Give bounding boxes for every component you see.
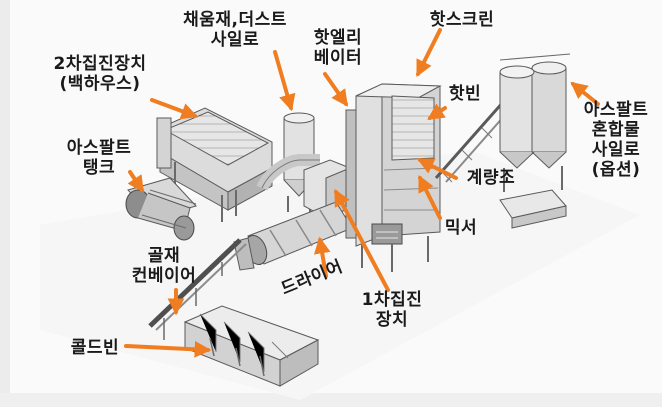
label-hot-screen: 핫스크린 (429, 10, 495, 30)
arrow-dust-silo (273, 50, 296, 112)
asphalt-mix-silos (499, 53, 571, 192)
arrow-asphalt-tank (127, 170, 144, 193)
arrow-mix-silo (570, 81, 600, 106)
label-hot-elevator: 핫엘리 베이터 (313, 28, 363, 68)
label-cold-bin: 콜드빈 (70, 338, 120, 358)
arrow-weigh-hopper (416, 158, 458, 180)
label-baghouse: 2차집진장치 (백하우스) (53, 54, 147, 94)
left-border (0, 0, 10, 407)
dryer-drum (233, 201, 353, 271)
bottom-border (0, 393, 662, 407)
callout-arrows (124, 28, 600, 358)
asphalt-tanks (125, 177, 197, 241)
label-mixer: 믹서 (444, 218, 478, 238)
arrow-primary-collector (334, 189, 390, 292)
arrow-cold-bin (124, 340, 212, 358)
label-dust-silo: 채움재,더스트 사일로 (183, 10, 287, 50)
loadout-hopper (499, 189, 567, 229)
arrow-hot-bin (427, 103, 447, 120)
label-primary-dust-collector: 1차집진 장치 (361, 290, 423, 330)
main-tower (345, 83, 442, 272)
arrow-hot-screen (416, 28, 442, 78)
label-aggregate-conveyor: 골재 컨베이어 (131, 246, 197, 286)
cold-bin-unit (183, 305, 320, 387)
aggregate-conveyor (148, 238, 247, 340)
label-weigh-hopper: 계량조 (466, 168, 516, 188)
arrow-baghouse (150, 98, 199, 120)
arrow-mixer (418, 174, 442, 220)
arrow-dryer (313, 236, 331, 278)
arrow-hot-elevator (323, 72, 348, 107)
label-asphalt-mix-silo: 아스팔트 혼합물 사일로 (옵션) (583, 100, 649, 180)
label-hot-bin: 핫빈 (448, 84, 482, 104)
label-asphalt-tank: 아스팔트 탱크 (66, 138, 132, 178)
